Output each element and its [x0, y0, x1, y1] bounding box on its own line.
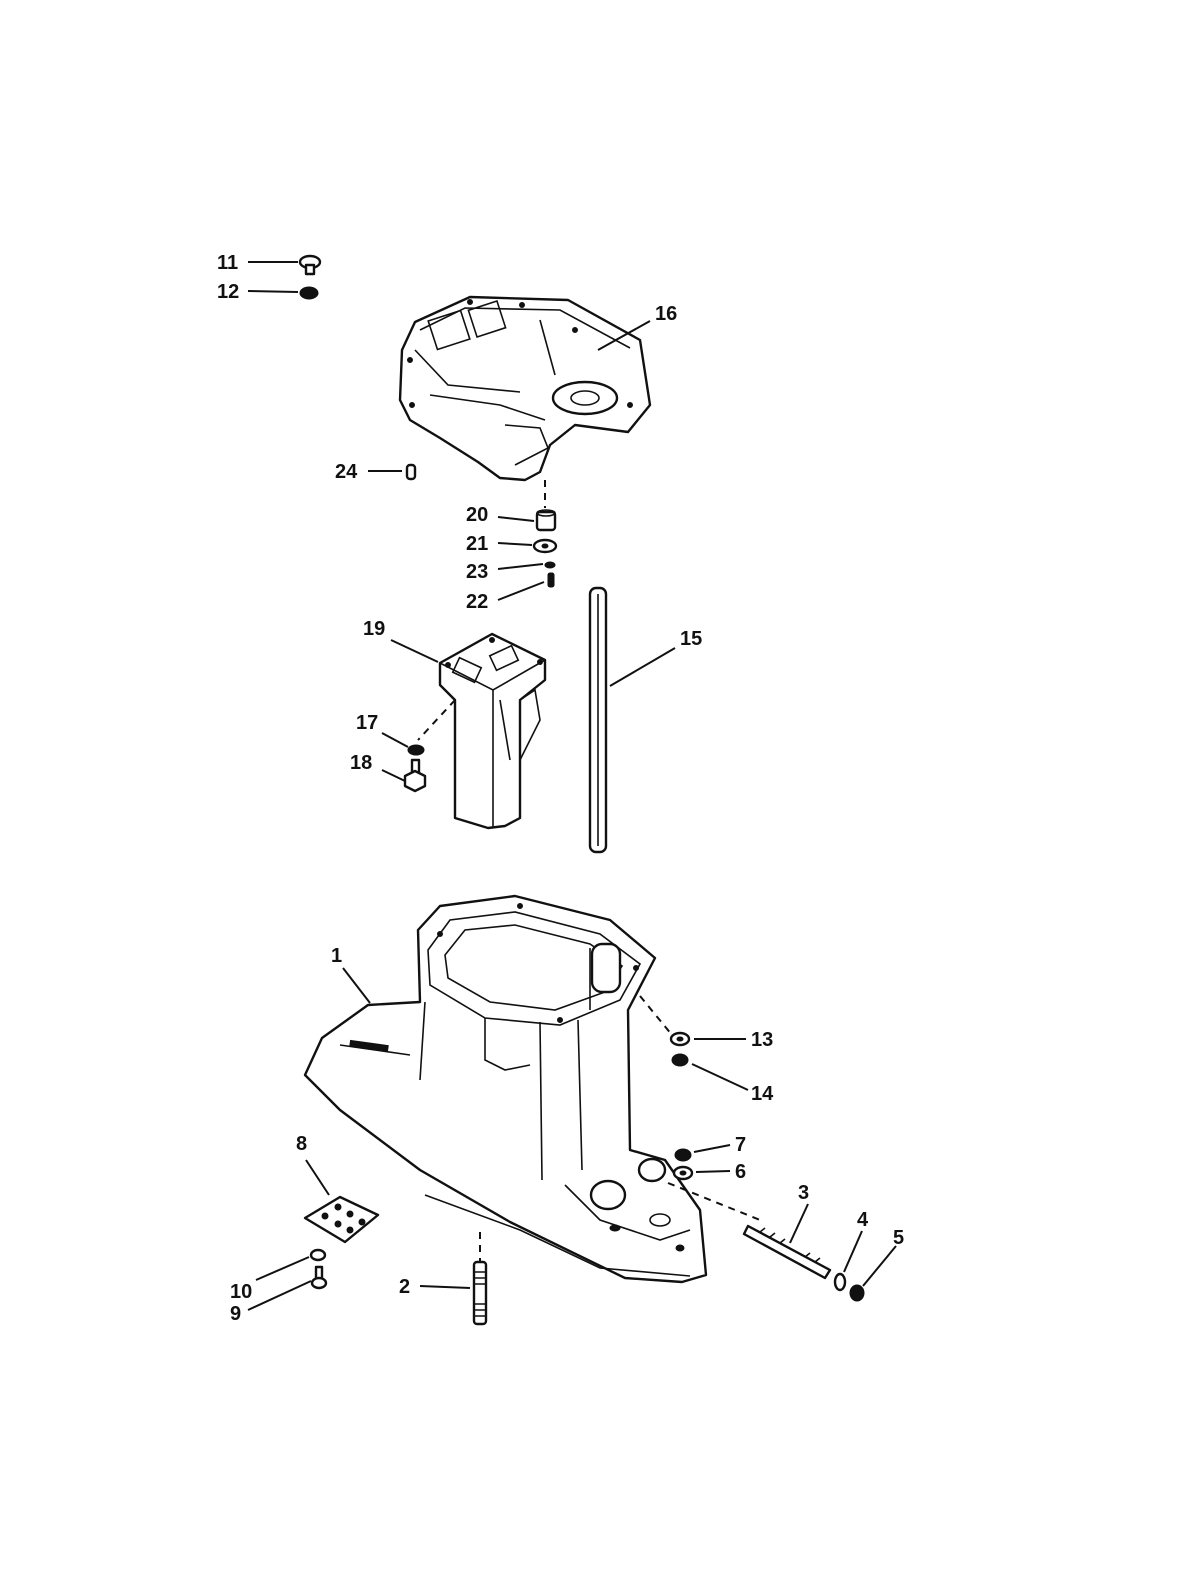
leader-dash-19-17: [417, 699, 456, 741]
label-18: 18: [350, 752, 372, 774]
label-9: 9: [230, 1303, 241, 1325]
label-23: 23: [466, 561, 488, 583]
leader-9: [247, 1280, 312, 1311]
leader-5: [862, 1245, 897, 1287]
leader-4: [843, 1230, 863, 1273]
part-8-plate: [303, 1195, 380, 1244]
label-13: 13: [751, 1029, 773, 1051]
leader-20: [497, 516, 535, 522]
leader-10: [255, 1256, 310, 1281]
leader-1: [342, 967, 371, 1004]
label-5: 5: [893, 1227, 904, 1249]
label-21: 21: [466, 533, 488, 555]
part-22-screw: [547, 572, 555, 588]
leader-8: [305, 1159, 330, 1196]
part-24-fastener: [405, 463, 417, 481]
label-3: 3: [798, 1182, 809, 1204]
leader-6: [695, 1170, 731, 1173]
label-8: 8: [296, 1133, 307, 1155]
part-17-washer: [407, 744, 425, 756]
part-10-washer: [309, 1248, 327, 1262]
leader-19: [390, 639, 439, 663]
part-13-washer: [669, 1031, 691, 1047]
part-14-nut: [671, 1053, 689, 1067]
part-23-lockwasher: [544, 561, 556, 569]
label-22: 22: [466, 591, 488, 613]
part-1-driveshaft-housing: [303, 894, 708, 1284]
leader-2: [419, 1285, 471, 1289]
part-20-bushing: [535, 509, 557, 532]
leader-dash-6-3: [667, 1182, 761, 1221]
label-14: 14: [751, 1083, 774, 1105]
part-3-stud: [742, 1224, 832, 1280]
leader-18: [381, 769, 406, 782]
leader-14: [691, 1063, 749, 1091]
part-11-screw: [298, 254, 322, 276]
label-15: 15: [680, 628, 702, 650]
part-9-screw: [310, 1265, 328, 1290]
part-5-nut: [849, 1284, 865, 1302]
label-6: 6: [735, 1161, 746, 1183]
part-2-stud: [472, 1260, 488, 1326]
part-4-lockwasher: [833, 1272, 847, 1292]
label-11: 11: [217, 252, 238, 274]
part-16-adapter-plate: [398, 295, 652, 482]
label-20: 20: [466, 504, 488, 526]
part-6-washer: [672, 1165, 694, 1181]
label-19: 19: [363, 618, 385, 640]
leader-23: [497, 563, 544, 570]
label-10: 10: [230, 1281, 252, 1303]
leader-15: [609, 647, 676, 687]
label-17: 17: [356, 712, 378, 734]
leader-17: [381, 732, 409, 748]
label-16: 16: [655, 303, 677, 325]
label-1: 1: [331, 945, 342, 967]
part-12-washer: [299, 286, 319, 300]
leader-7: [693, 1144, 731, 1153]
leader-3: [789, 1203, 809, 1244]
leader-12: [247, 290, 299, 293]
part-21-washer: [532, 538, 558, 554]
part-15-tube: [588, 586, 608, 854]
part-18-bolt: [403, 758, 427, 793]
leader-21: [497, 542, 533, 546]
leader-22: [497, 581, 545, 601]
label-2: 2: [399, 1276, 410, 1298]
part-19-exhaust-tube: [438, 632, 547, 830]
label-24: 24: [335, 461, 358, 483]
label-7: 7: [735, 1134, 746, 1156]
leader-16: [597, 320, 651, 351]
label-12: 12: [217, 281, 239, 303]
label-4: 4: [857, 1209, 869, 1231]
part-7-nut: [674, 1148, 692, 1162]
leader-dash-1-13: [639, 995, 673, 1036]
